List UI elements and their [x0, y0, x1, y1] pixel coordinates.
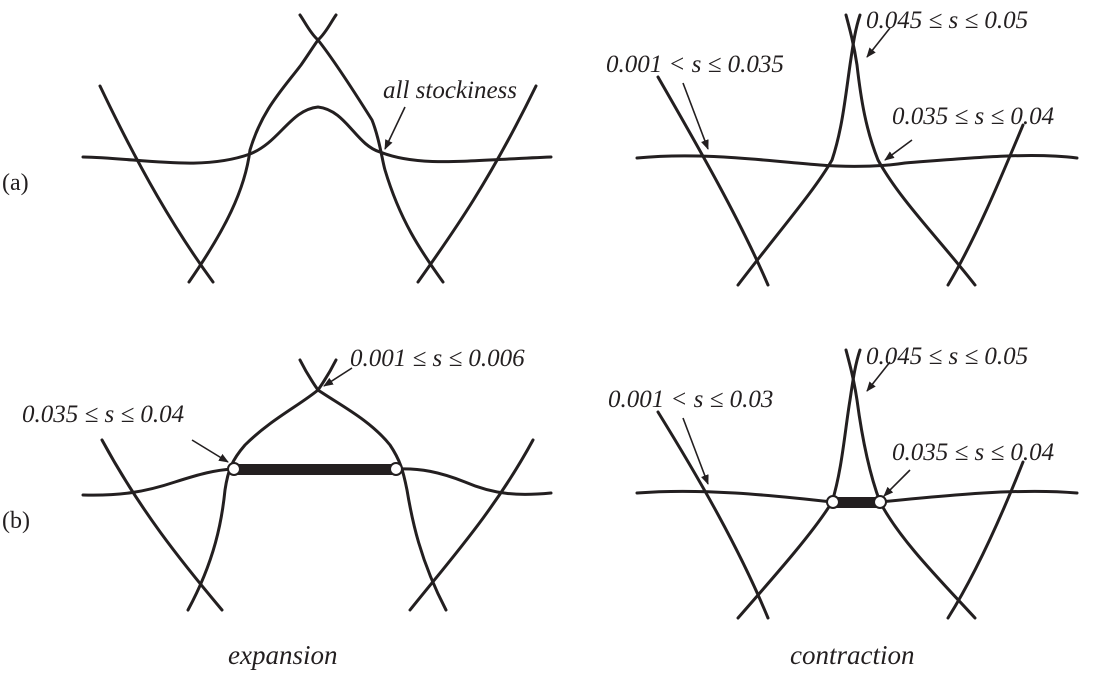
- right-horizontal-branch: [395, 467, 553, 496]
- label-0.035-0.04: 0.035 ≤ s ≤ 0.04: [22, 401, 184, 428]
- panel-a-contraction: 0.001 < s ≤ 0.035 0.045 ≤ s ≤ 0.05 0.035…: [606, 7, 1079, 287]
- label-0.035-0.04: 0.035 ≤ s ≤ 0.04: [892, 103, 1054, 130]
- label-0.045-0.05: 0.045 ≤ s ≤ 0.05: [866, 7, 1028, 34]
- arrow-0.045-0.05: [866, 361, 891, 392]
- caption-expansion: expansion: [228, 640, 337, 670]
- horizontal-branch: [635, 153, 1079, 168]
- left-outer-branch: [656, 410, 770, 620]
- label-0.001-0.006: 0.001 ≤ s ≤ 0.006: [350, 345, 525, 372]
- left-inner-branch: [186, 358, 338, 612]
- arrow-0.035-0.04: [883, 469, 911, 497]
- arrow-0.001-0.006: [323, 367, 353, 387]
- arrow-0.035-0.04: [884, 139, 913, 161]
- row-label-b: (b): [2, 508, 30, 534]
- row-label-a: (a): [2, 170, 29, 196]
- right-inner-branch: [844, 13, 977, 287]
- panel-a-expansion: all stockiness: [81, 13, 553, 284]
- arrow-0.035-0.04: [191, 439, 229, 463]
- right-outer-branch: [416, 84, 538, 284]
- left-inner-branch: [187, 13, 338, 284]
- right-junction-node: [389, 462, 403, 476]
- right-inner-branch: [298, 358, 448, 612]
- horizontal-branch: [635, 489, 1079, 504]
- left-horizontal-branch: [81, 467, 235, 497]
- label-0.035-0.04: 0.035 ≤ s ≤ 0.04: [892, 439, 1054, 466]
- arrow-0.045-0.05: [866, 27, 891, 58]
- label-0.001-0.03: 0.001 < s ≤ 0.03: [608, 386, 773, 413]
- label-all-stockiness: all stockiness: [383, 77, 517, 104]
- panel-b-contraction: 0.001 < s ≤ 0.03 0.045 ≤ s ≤ 0.05 0.035 …: [608, 343, 1079, 620]
- left-junction-node: [227, 462, 241, 476]
- arrow-0.001-0.03: [682, 417, 709, 485]
- thick-segment: [833, 497, 880, 508]
- label-0.001-0.035: 0.001 < s ≤ 0.035: [606, 51, 784, 78]
- thick-segment: [234, 464, 396, 475]
- right-outer-branch: [946, 123, 1025, 287]
- label-0.045-0.05: 0.045 ≤ s ≤ 0.05: [866, 343, 1028, 370]
- right-inner-branch: [298, 13, 445, 284]
- left-junction-node: [826, 495, 840, 509]
- right-outer-branch: [946, 460, 1025, 620]
- right-inner-branch: [844, 348, 977, 620]
- left-outer-branch: [100, 438, 224, 612]
- horizontal-branch: [81, 105, 553, 165]
- right-outer-branch: [408, 438, 535, 612]
- left-outer-branch: [98, 84, 215, 284]
- right-junction-node: [873, 495, 887, 509]
- panel-b-expansion: 0.035 ≤ s ≤ 0.04 0.001 ≤ s ≤ 0.006: [22, 345, 553, 612]
- left-outer-branch: [656, 75, 770, 287]
- arrow-all-stockiness: [384, 106, 406, 150]
- arrow-0.001-0.035: [682, 82, 709, 150]
- caption-contraction: contraction: [790, 640, 914, 670]
